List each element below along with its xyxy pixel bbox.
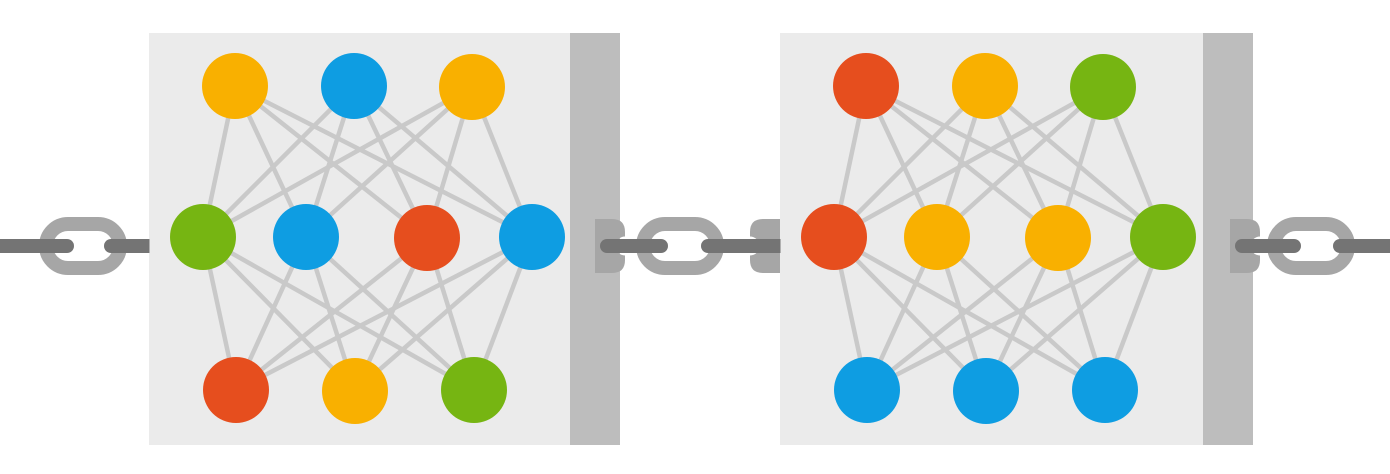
block-1-node-m1-green (170, 204, 236, 270)
network-edge (865, 236, 1060, 392)
block-1-network-nodes (170, 53, 565, 424)
network-edge (864, 83, 1165, 240)
block-1-node-t2-blue (321, 53, 387, 119)
chain-rod (1333, 239, 1390, 253)
chain-rod (104, 239, 150, 253)
chain-middle (595, 217, 781, 275)
block-2-node-b3-blue (1072, 357, 1138, 423)
chain-rod (701, 239, 781, 253)
chain-rod (0, 239, 74, 253)
chain-left (0, 217, 150, 275)
chain-right (1230, 217, 1390, 275)
block-1-node-m4-blue (499, 204, 565, 270)
network-edge (353, 235, 534, 393)
block-1-node-m3-red (394, 205, 460, 271)
network-edge (832, 84, 987, 239)
block-1-node-b2-yellow (322, 358, 388, 424)
network-edge (201, 235, 476, 392)
block-2-node-b2-blue (953, 358, 1019, 424)
block-1-panel (149, 33, 620, 445)
network-edge (304, 85, 474, 239)
block-1-node-b1-red (203, 357, 269, 423)
network-edge (832, 235, 1107, 392)
network-edge (984, 235, 1165, 393)
block-1-node-t3-yellow (439, 54, 505, 120)
network-edge (201, 85, 474, 239)
chain-rod (1235, 239, 1301, 253)
block-2-node-b1-blue (834, 357, 900, 423)
network-edge (201, 84, 356, 239)
block-2-node-t1-red (833, 53, 899, 119)
network-edge (352, 84, 534, 239)
block-2-node-m4-green (1130, 204, 1196, 270)
block-2-node-t2-yellow (952, 53, 1018, 119)
network-edge (233, 83, 534, 240)
network-edge (983, 84, 1165, 239)
block-1-node-b3-green (441, 357, 507, 423)
block-2-node-t3-green (1070, 54, 1136, 120)
network-edge (234, 235, 534, 392)
block-2-node-m2-yellow (904, 204, 970, 270)
network-edge (201, 235, 357, 393)
network-edge (832, 235, 988, 393)
block-2-node-m1-red (801, 204, 867, 270)
block-1-node-t1-yellow (202, 53, 268, 119)
network-edge (234, 236, 429, 392)
network-edge (935, 85, 1105, 239)
block-1-node-m2-blue (273, 204, 339, 270)
block-2-node-m3-yellow (1025, 205, 1091, 271)
network-edge (865, 235, 1165, 392)
chain-rod (600, 239, 668, 253)
block-2-panel (780, 33, 1253, 445)
network-edge (832, 85, 1105, 239)
block-2-network-nodes (801, 53, 1196, 424)
